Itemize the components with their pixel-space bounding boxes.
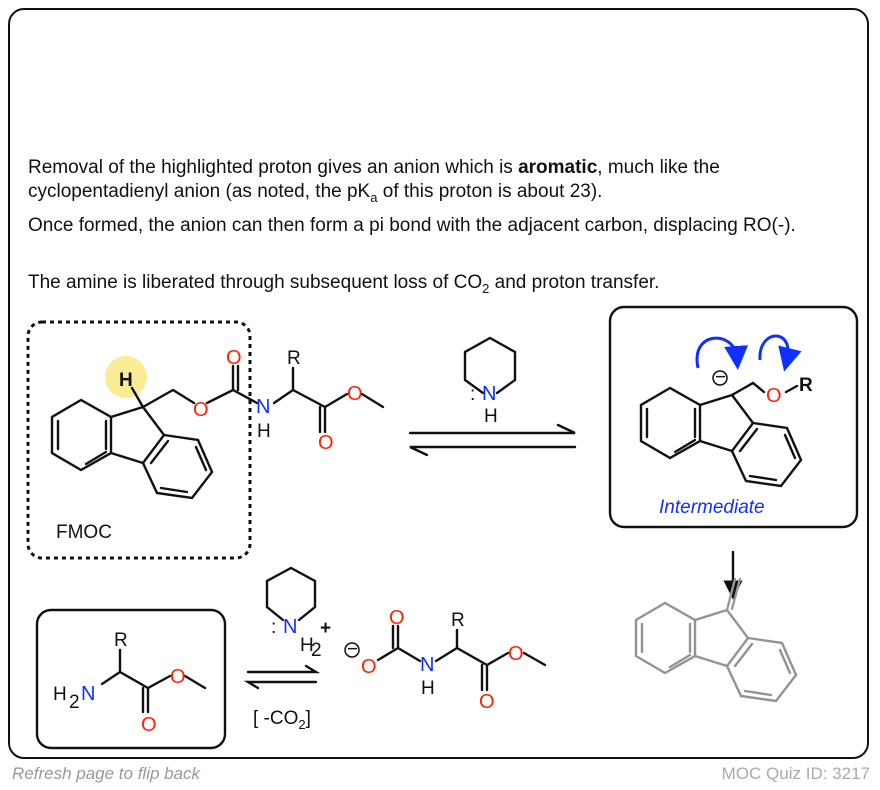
lone-pair: :: [470, 384, 475, 405]
atom-o: O: [347, 383, 363, 405]
amine-product-box: [35, 608, 227, 750]
atom-o: O: [389, 607, 405, 629]
flip-back-hint: Refresh page to flip back: [12, 764, 201, 783]
subscript: 2: [482, 280, 490, 296]
atom-n: N: [283, 616, 297, 638]
text: of this proton is about 23).: [377, 181, 603, 202]
atom-o: O: [193, 399, 209, 421]
intermediate-box: [608, 305, 859, 529]
atom-h: H: [484, 406, 498, 427]
explanation-line-3: The amine is liberated through subsequen…: [28, 271, 858, 295]
atom-o: O: [508, 643, 524, 665]
atom-r: R: [799, 375, 813, 396]
intermediate-label: Intermediate: [659, 497, 765, 518]
atom-r: R: [287, 348, 301, 369]
atom-h: H: [300, 635, 314, 656]
atom-o: O: [479, 691, 495, 713]
equilibrium-arrows: [243, 664, 321, 690]
quiz-card[interactable]: [8, 8, 869, 759]
atom-h: H: [119, 370, 133, 391]
atom-h: H: [421, 678, 435, 699]
atom-o: O: [170, 666, 186, 688]
atom-r: R: [114, 630, 128, 651]
co2-loss-label: [ -CO2]: [253, 708, 311, 732]
text: [ -CO: [253, 708, 298, 729]
atom-n: N: [420, 654, 434, 676]
subscript-2: 2: [69, 692, 80, 713]
subscript-2: 2: [311, 640, 322, 661]
fmoc-dashed-box: [26, 320, 252, 560]
reverse-arrow: [409, 445, 577, 457]
lone-pair: :: [271, 617, 276, 638]
explanation-line-1: Removal of the highlighted proton gives …: [28, 156, 858, 204]
text: and proton transfer.: [489, 272, 660, 293]
atom-n: N: [81, 683, 95, 705]
fluorene-ring: [50, 398, 214, 500]
atom-o: O: [226, 347, 242, 369]
text: Removal of the highlighted proton gives …: [28, 157, 519, 178]
fmoc-label: FMOC: [56, 522, 112, 543]
atom-o: O: [766, 385, 782, 407]
text: The amine is liberated through subsequen…: [28, 272, 483, 293]
minus-sign: −: [715, 367, 726, 388]
piperidinium: [265, 566, 317, 622]
minus-sign: −: [347, 639, 358, 660]
atom-h: H: [53, 684, 67, 705]
atom-r: R: [451, 610, 465, 631]
curved-arrow-2: [758, 334, 802, 372]
highlighted-proton: [105, 356, 147, 398]
piperidine: [463, 336, 517, 395]
atom-n: N: [482, 383, 496, 405]
bold-aromatic: aromatic: [518, 157, 598, 178]
subscript: 2: [298, 717, 305, 732]
quiz-id: MOC Quiz ID: 3217: [721, 764, 870, 783]
explanation-line-2: Once formed, the anion can then form a p…: [28, 215, 796, 236]
forward-arrow: [408, 423, 576, 435]
atom-o: O: [361, 656, 377, 678]
text: , much like the cyclopentadienyl anion (…: [28, 157, 720, 202]
subscript: a: [370, 189, 378, 205]
curved-arrow-1: [695, 336, 749, 370]
atom-o: O: [318, 432, 334, 454]
negative-charge: [344, 642, 360, 658]
positive-charge: +: [320, 618, 331, 639]
atom-o: O: [141, 714, 157, 736]
negative-charge: [712, 370, 728, 386]
atom-h: H: [257, 421, 271, 442]
atom-n: N: [256, 396, 270, 418]
text: ]: [306, 708, 311, 729]
dibenzofulvene-product: [634, 577, 798, 703]
